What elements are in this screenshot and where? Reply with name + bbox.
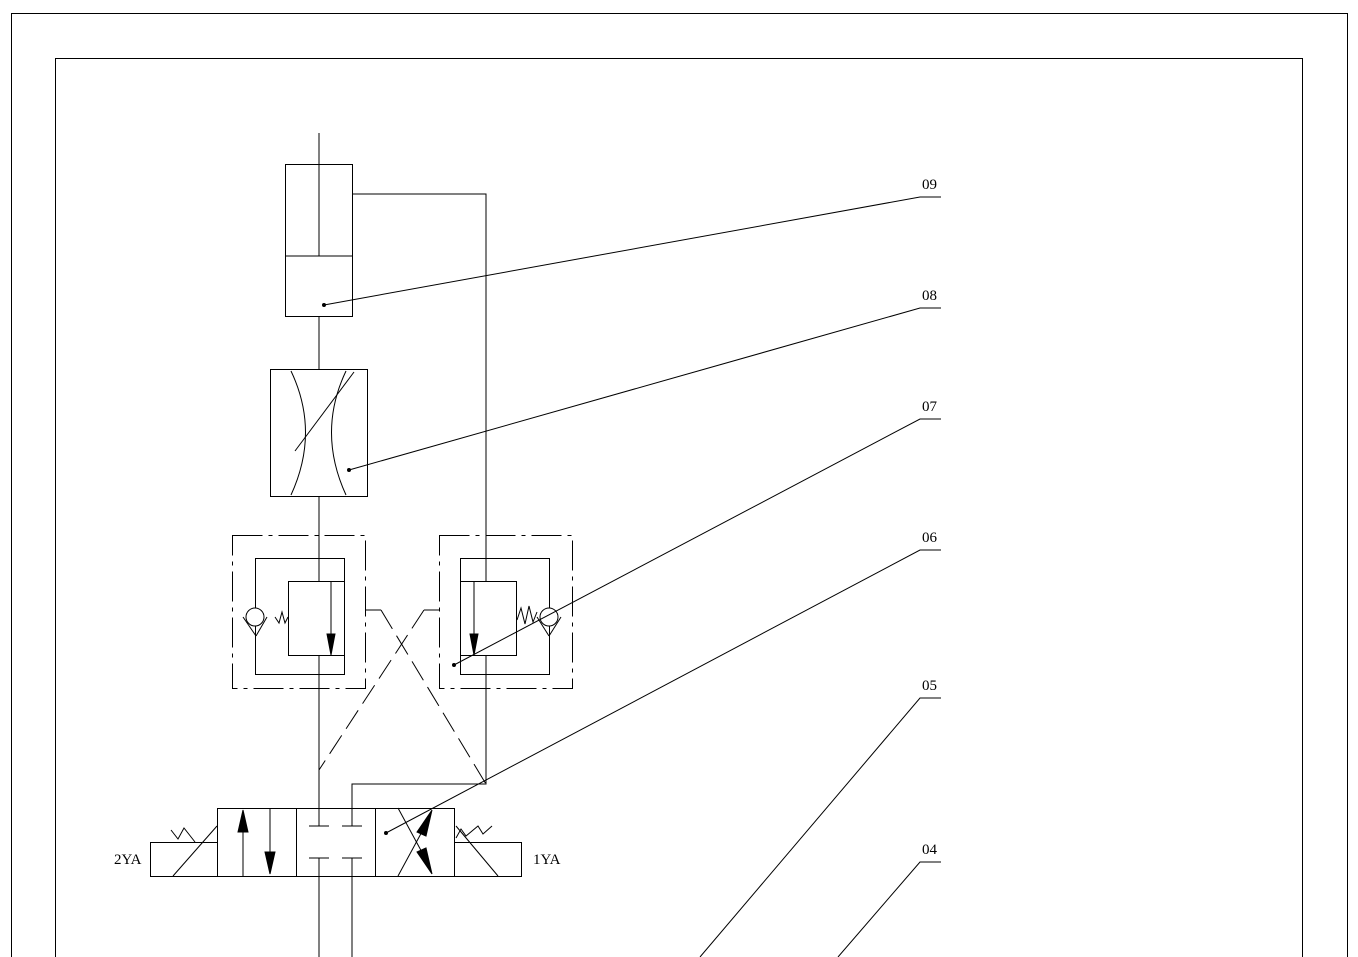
hydraulic-cylinder xyxy=(285,133,353,317)
label-08: 08 xyxy=(922,288,937,304)
leader-lines xyxy=(322,196,941,957)
label-04: 04 xyxy=(922,842,938,858)
pilot-check-valve-left xyxy=(232,535,381,689)
throttle-valve xyxy=(270,369,368,497)
directional-valve xyxy=(150,807,522,877)
pilot-lines xyxy=(318,609,487,785)
part-labels: 09 08 07 06 05 04 2YA 1YA xyxy=(114,177,938,868)
label-09: 09 xyxy=(922,177,937,193)
pilot-check-valve-right xyxy=(424,535,573,689)
drawing-frame xyxy=(11,13,1348,957)
label-1YA: 1YA xyxy=(533,852,561,868)
label-2YA: 2YA xyxy=(114,852,142,868)
label-05: 05 xyxy=(922,678,937,694)
label-07: 07 xyxy=(922,399,938,415)
pipelines xyxy=(318,193,487,957)
label-06: 06 xyxy=(922,530,938,546)
